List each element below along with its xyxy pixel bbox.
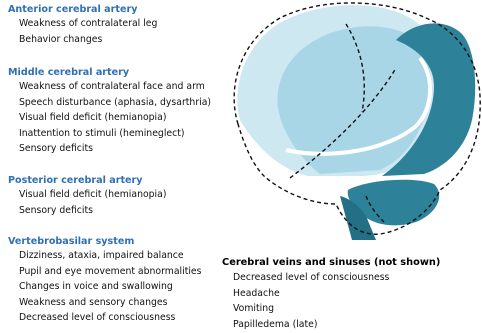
cerebral-veins-sinuses-group: Cerebral veins and sinuses (not shown) D… bbox=[222, 256, 440, 332]
list-item: Dizziness, ataxia, impaired balance bbox=[8, 248, 201, 264]
group-heading: Cerebral veins and sinuses (not shown) bbox=[222, 256, 440, 270]
group-heading: Middle cerebral artery bbox=[8, 66, 211, 79]
list-item: Sensory deficits bbox=[8, 141, 211, 157]
list-item: Speech disturbance (aphasia, dysarthria) bbox=[8, 95, 211, 111]
list-item: Papilledema (late) bbox=[222, 317, 440, 333]
brain-diagram bbox=[220, 0, 482, 240]
list-item: Vomiting bbox=[222, 301, 440, 317]
list-item: Weakness of contralateral leg bbox=[8, 16, 157, 32]
list-item: Pupil and eye movement abnormalities bbox=[8, 264, 201, 280]
list-item: Sensory deficits bbox=[8, 203, 166, 219]
list-item: Decreased level of consciousness bbox=[8, 310, 201, 326]
group-heading: Anterior cerebral artery bbox=[8, 3, 157, 16]
list-item: Visual field deficit (hemianopia) bbox=[8, 187, 166, 203]
list-item: Visual field deficit (hemianopia) bbox=[8, 110, 211, 126]
group-heading: Posterior cerebral artery bbox=[8, 174, 166, 187]
list-item: Weakness and sensory changes bbox=[8, 295, 201, 311]
posterior-cerebral-artery-group: Posterior cerebral artery Visual field d… bbox=[8, 174, 166, 218]
middle-cerebral-artery-group: Middle cerebral artery Weakness of contr… bbox=[8, 66, 211, 157]
list-item: Behavior changes bbox=[8, 32, 157, 48]
vertebrobasilar-system-group: Vertebrobasilar system Dizziness, ataxia… bbox=[8, 235, 201, 326]
group-heading: Vertebrobasilar system bbox=[8, 235, 201, 248]
list-item: Decreased level of consciousness bbox=[222, 270, 440, 286]
list-item: Weakness of contralateral face and arm bbox=[8, 79, 211, 95]
list-item: Headache bbox=[222, 286, 440, 302]
anterior-cerebral-artery-group: Anterior cerebral artery Weakness of con… bbox=[8, 3, 157, 47]
list-item: Changes in voice and swallowing bbox=[8, 279, 201, 295]
list-item: Inattention to stimuli (hemineglect) bbox=[8, 126, 211, 142]
